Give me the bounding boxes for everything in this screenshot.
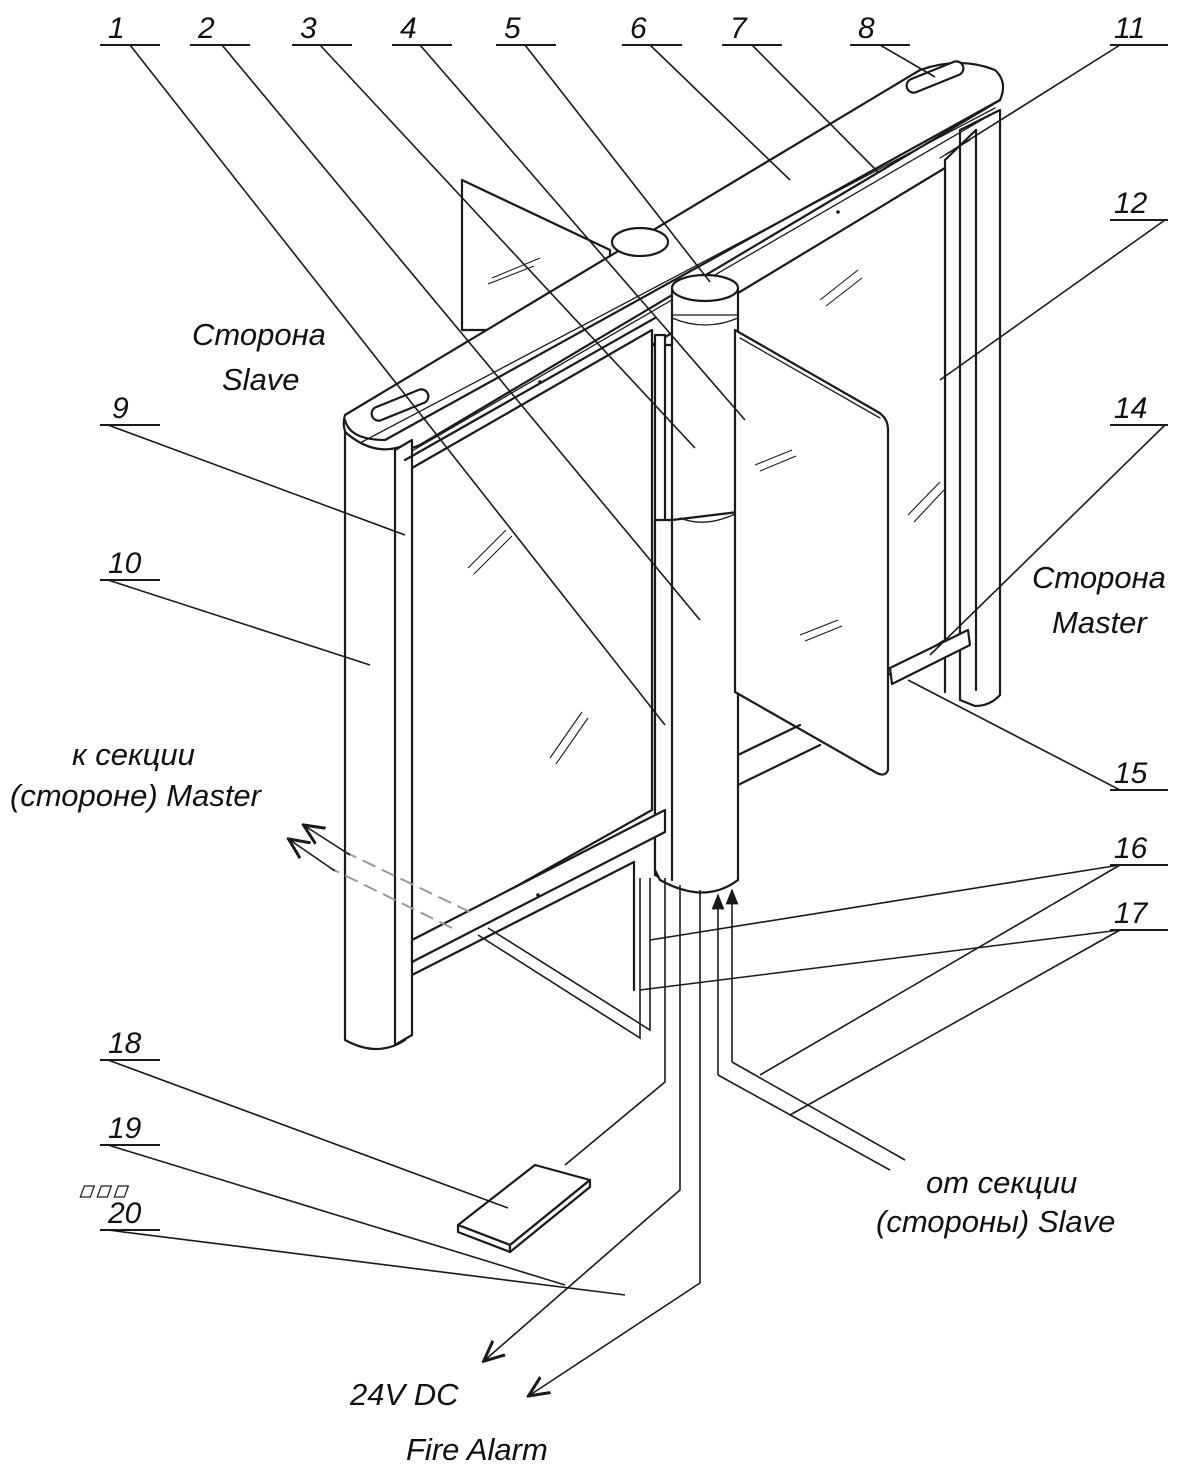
callout-7: 7 — [730, 12, 748, 45]
callout-6: 6 — [630, 12, 647, 45]
callout-10: 10 — [108, 547, 142, 580]
power-label: 24V DC — [349, 1377, 459, 1412]
control-panel — [79, 1163, 592, 1254]
callout-9: 9 — [112, 392, 129, 425]
captions: Сторона Slave Сторона Master к секции (с… — [10, 317, 1166, 1467]
to-master-arrows — [290, 826, 471, 929]
callout-20: 20 — [107, 1197, 142, 1230]
callout-16: 16 — [1114, 832, 1148, 865]
lower-left-rails — [410, 808, 667, 992]
callout-12: 12 — [1114, 187, 1148, 220]
to-master-label-1: к секции — [72, 737, 195, 772]
callout-5: 5 — [504, 12, 521, 45]
callout-11: 11 — [1114, 12, 1145, 45]
callout-14: 14 — [1114, 392, 1147, 425]
callout-8: 8 — [858, 12, 875, 45]
slave-side-label-1: Сторона — [192, 317, 326, 352]
callout-1: 1 — [108, 12, 125, 45]
slave-side-label-2: Slave — [222, 362, 300, 397]
callout-numbers: 1 2 3 4 5 6 7 8 11 12 9 10 14 15 16 17 1… — [107, 12, 1149, 1230]
from-slave-label-1: от секции — [926, 1165, 1077, 1200]
callout-4: 4 — [400, 12, 417, 45]
to-master-label-2: (стороне) Master — [10, 778, 263, 813]
callout-15: 15 — [1114, 757, 1148, 790]
fire-alarm-label: Fire Alarm — [406, 1432, 548, 1467]
center-pedestal — [610, 226, 740, 894]
callout-17: 17 — [1114, 897, 1149, 930]
master-side-label-2: Master — [1052, 605, 1148, 640]
callout-18: 18 — [108, 1027, 142, 1060]
callout-3: 3 — [300, 12, 317, 45]
swing-wing — [733, 328, 890, 776]
callout-leaders — [100, 44, 1168, 1296]
right-end-post — [943, 108, 1002, 708]
callout-2: 2 — [197, 12, 215, 45]
cables — [477, 878, 906, 1395]
from-slave-label-2: (стороны) Slave — [876, 1204, 1115, 1239]
left-end-post — [343, 316, 657, 1050]
master-side-label-1: Сторона — [1032, 560, 1166, 595]
callout-19: 19 — [108, 1112, 142, 1145]
